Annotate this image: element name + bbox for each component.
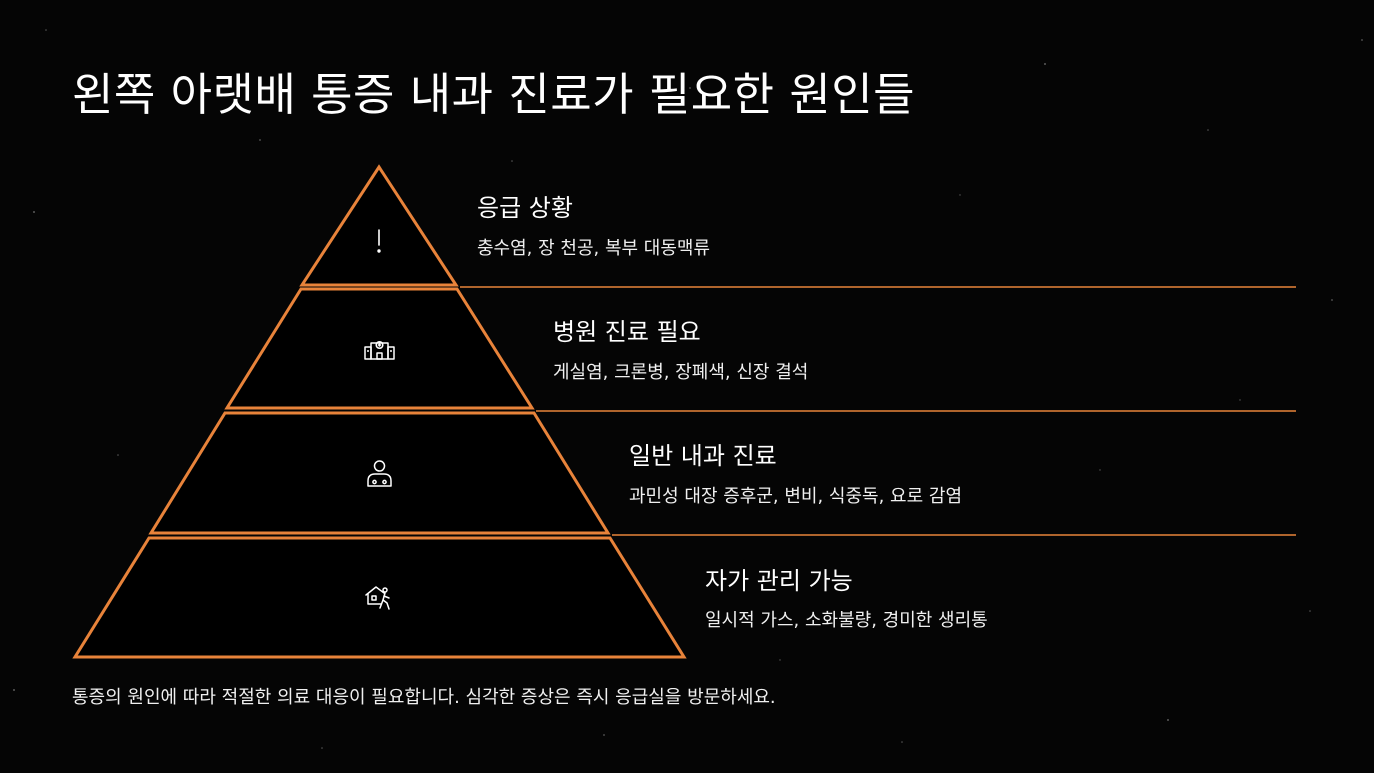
level-3-description: 과민성 대장 증후군, 변비, 식중독, 요로 감염 (629, 486, 963, 507)
level-4-title: 자가 관리 가능 (705, 567, 853, 595)
exclamation-icon (377, 229, 381, 253)
level-1-title: 응급 상황 (477, 194, 573, 222)
home-care-icon (365, 586, 390, 610)
doctor-icon (367, 460, 392, 487)
level-4-description: 일시적 가스, 소화불량, 경미한 생리통 (705, 610, 988, 631)
level-2-description: 게실염, 크론병, 장폐색, 신장 결석 (553, 362, 809, 383)
footer-note: 통증의 원인에 따라 적절한 의료 대응이 필요합니다. 심각한 증상은 즉시 … (72, 687, 776, 708)
level-2-title: 병원 진료 필요 (553, 318, 701, 346)
page-title: 왼쪽 아랫배 통증 내과 진료가 필요한 원인들 (72, 68, 916, 121)
hospital-icon (364, 340, 395, 360)
pyramid-tier-3 (148, 411, 611, 535)
level-3-title: 일반 내과 진료 (629, 442, 777, 470)
level-1-description: 충수염, 장 천공, 복부 대동맥류 (477, 238, 711, 259)
pyramid-tier-1 (299, 164, 459, 287)
pyramid-tier-4 (72, 536, 687, 659)
